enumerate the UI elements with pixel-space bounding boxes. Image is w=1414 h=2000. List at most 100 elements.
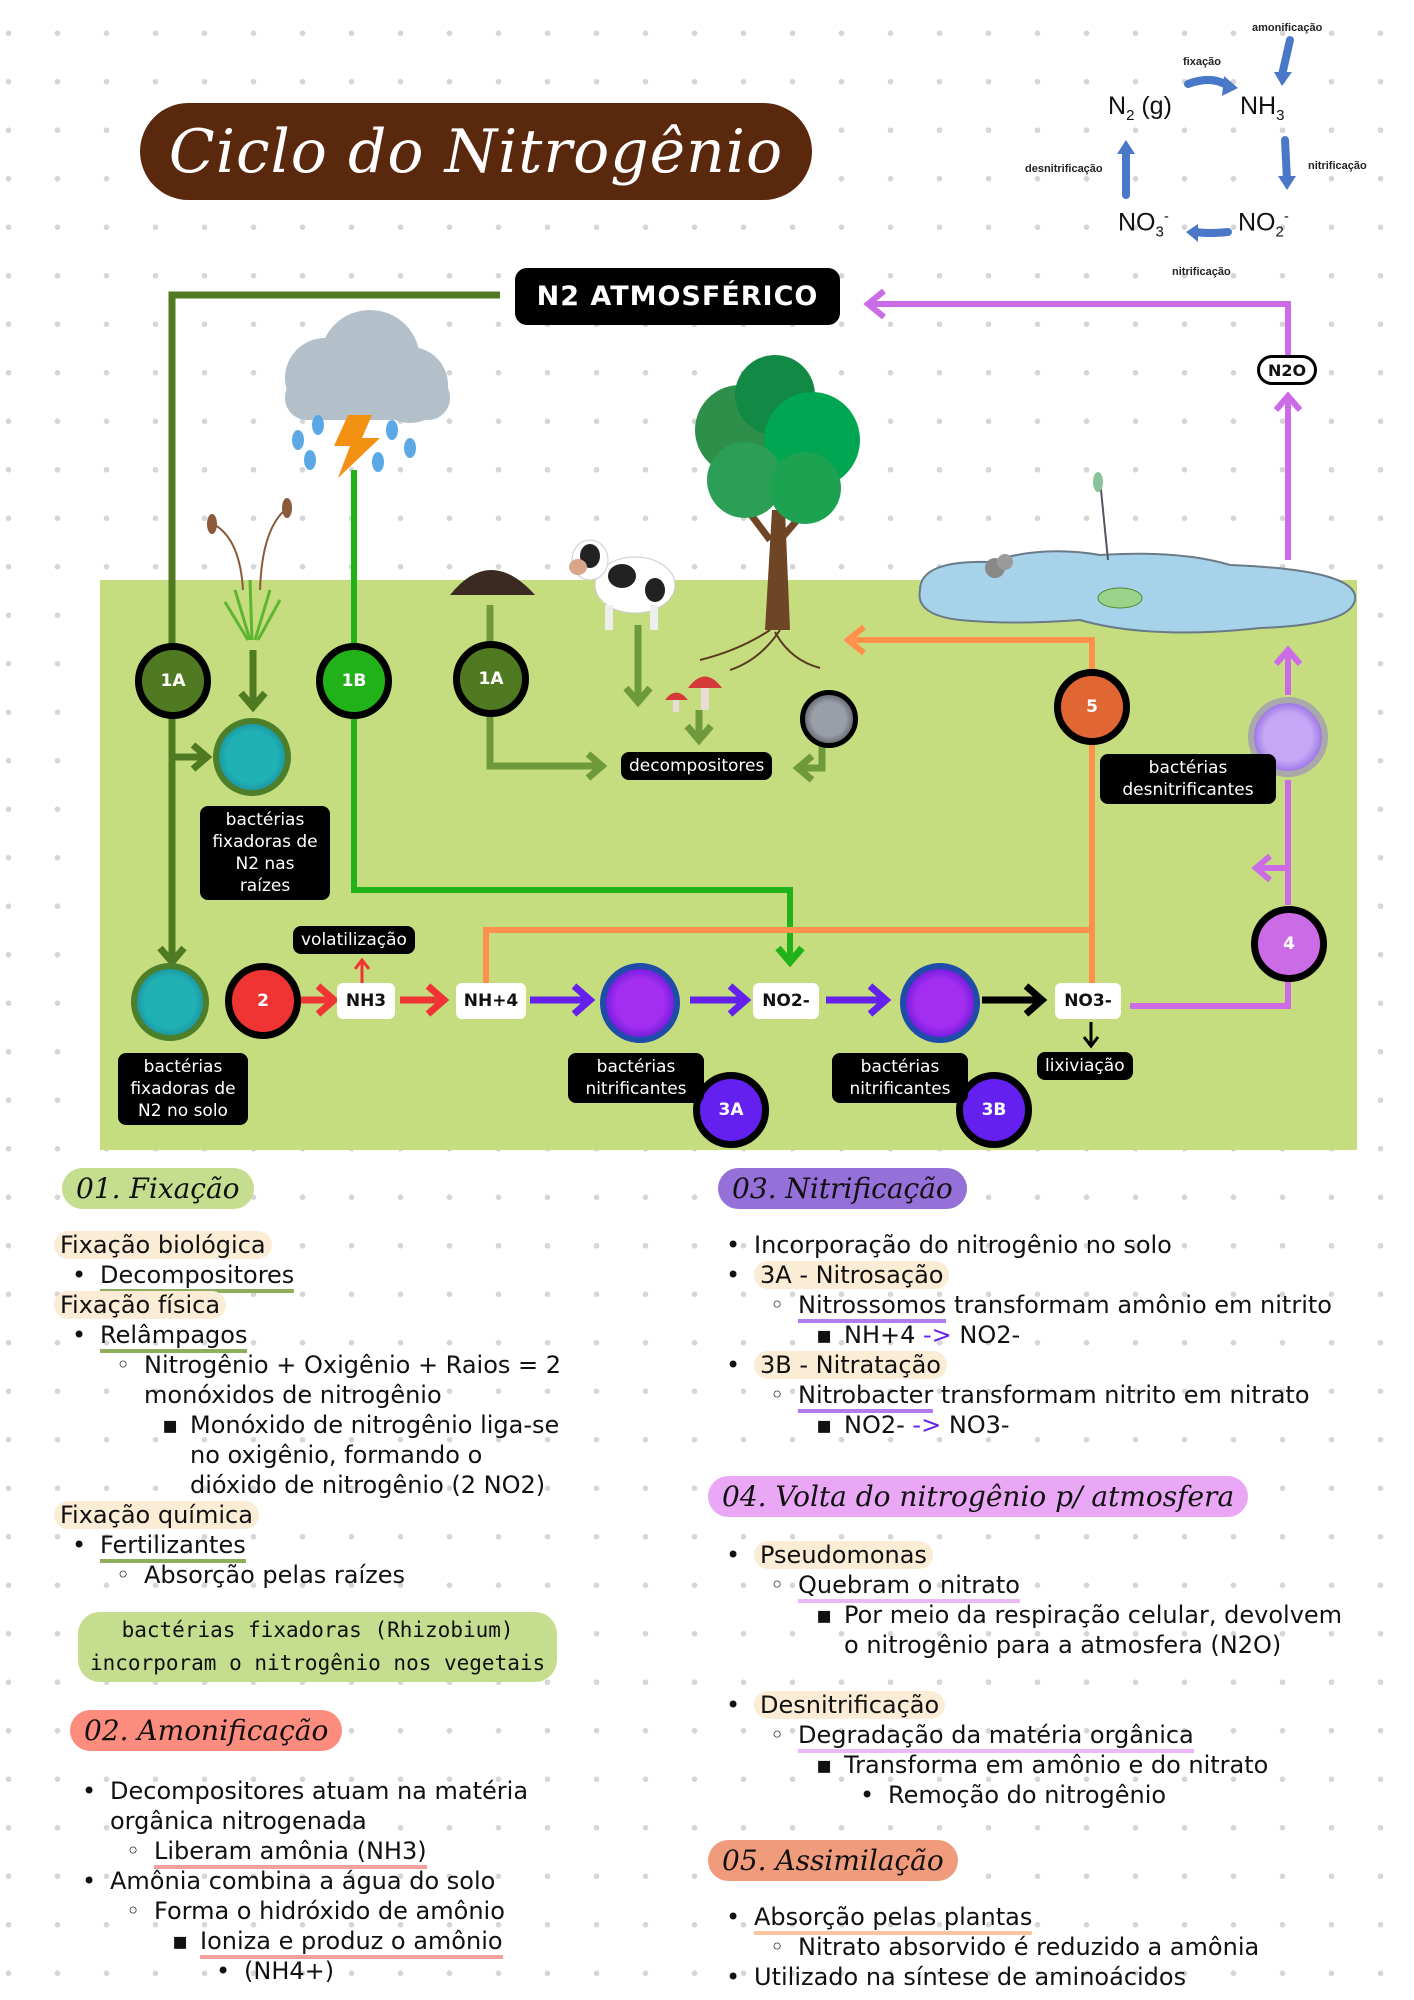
list-item-text: 3B - Nitratação (754, 1351, 947, 1379)
line-assimilation-to-roots (850, 637, 1095, 985)
n2-sub: 2 (1126, 107, 1135, 124)
bullet-icon: ▪ (816, 1411, 833, 1439)
bullet-icon: • (726, 1903, 741, 1931)
list-item-text: NO2- (844, 1411, 905, 1439)
section-assimilacao-list: •Absorção pelas plantas◦Nitrato absorvid… (708, 1902, 1259, 1992)
list-item-text: Pseudomonas (754, 1541, 933, 1569)
bullet-icon: • (726, 1963, 741, 1991)
section-volta-title: 04. Volta do nitrogênio p/ atmosfera (708, 1476, 1249, 1517)
list-item: •Decompositores atuam na matéria (64, 1776, 528, 1806)
list-item: ▪Monóxido de nitrogênio liga-se (54, 1410, 561, 1440)
mini-label-fixacao: fixação (1183, 56, 1221, 68)
no2-box: NO2- (753, 983, 819, 1019)
list-item-text: Nitrogênio + Oxigênio + Raios = 2 (144, 1351, 562, 1379)
n2-text: N (1108, 92, 1127, 120)
list-item: Fixação biológica (54, 1230, 561, 1260)
list-item: •Fertilizantes (54, 1530, 561, 1563)
organic-matter-pile-icon (450, 570, 535, 595)
section-nitrificacao-title: 03. Nitrificação (718, 1168, 967, 1209)
list-item-rest: NO3- (948, 1411, 1010, 1439)
note-line: bactérias fixadoras (Rhizobium) (121, 1618, 514, 1642)
denitrifying-bacteria-label: bactérias desnitrificantes (1100, 754, 1276, 804)
line-lightning-to-no2 (351, 470, 793, 960)
bullet-icon: ◦ (126, 1897, 141, 1925)
step-4-node: 4 (1251, 906, 1327, 982)
bullet-icon: ◦ (770, 1721, 785, 1749)
mini-label-desnitrificacao: desnitrificação (1025, 163, 1103, 175)
note-line: incorporam o nitrogênio nos vegetais (90, 1651, 546, 1675)
label-line: nitrificantes (849, 1079, 951, 1099)
list-item-text: Forma o hidróxido de amônio (154, 1897, 505, 1925)
bullet-icon: ▪ (162, 1411, 179, 1439)
label-line: bactérias (596, 1057, 676, 1077)
mini-arrow-amonificacao (1278, 36, 1294, 79)
list-item-text: Fertilizantes (100, 1531, 246, 1563)
list-item-text: NH+4 (844, 1321, 916, 1349)
decomposers-label: decompositores (621, 752, 773, 780)
list-item-text: Por meio da respiração celular, devolvem (844, 1601, 1343, 1629)
list-item-text: dióxido de nitrogênio (2 NO2) (190, 1471, 546, 1499)
list-item: ◦Nitrossomos transformam amônio em nitri… (708, 1290, 1332, 1323)
list-item-text: orgânica nitrogenada (110, 1807, 367, 1835)
list-item-text: Decompositores atuam na matéria (110, 1777, 529, 1805)
arrow-grass-to-bacteria (238, 690, 268, 713)
n2-tail: (g) (1134, 92, 1172, 120)
list-item: ◦Liberam amônia (NH3) (64, 1836, 528, 1869)
list-item-text: o nitrogênio para a atmosfera (N2O) (844, 1631, 1282, 1659)
label-line: N2 nas raízes (235, 854, 295, 896)
list-item-rest: transformam nitrito em nitrato (933, 1381, 1310, 1409)
bullet-icon: ◦ (770, 1291, 785, 1319)
bullet-icon: ◦ (116, 1561, 131, 1589)
list-item: •Desnitrificação (708, 1690, 1342, 1720)
nitrifying-b-label: bactérias nitrificantes (832, 1053, 968, 1103)
section-nitrificacao-list: •Incorporação do nitrogênio no solo•3A -… (708, 1230, 1332, 1440)
bullet-icon: ◦ (770, 1381, 785, 1409)
list-item-text: Nitrobacter (798, 1381, 934, 1413)
arrow-to-nh3 (315, 983, 340, 1017)
list-item-text: (NH4+) (244, 1957, 335, 1985)
step-3b-node: 3B (956, 1072, 1032, 1148)
bullet-icon: • (82, 1867, 97, 1895)
mini-nh3: NH3 (1240, 92, 1284, 124)
bullet-icon: • (726, 1231, 741, 1259)
arrow-to-soil-bacteria (157, 945, 187, 968)
list-item: dióxido de nitrogênio (2 NO2) (54, 1470, 561, 1500)
list-item: monóxidos de nitrogênio (54, 1380, 561, 1410)
bullet-icon: • (72, 1261, 87, 1289)
list-item: •Utilizado na síntese de aminoácidos (708, 1962, 1259, 1992)
list-item-text: Absorção pelas raízes (144, 1561, 406, 1589)
step-1a-left-node: 1A (135, 643, 211, 719)
mini-arrow-nitrificacao-bottom (1192, 228, 1232, 237)
line-n2o-to-atm (870, 301, 1291, 355)
bullet-icon: • (726, 1351, 741, 1379)
list-item: ▪NO2- -> NO3- (708, 1410, 1332, 1440)
bullet-icon: • (726, 1261, 741, 1289)
tree-icon (695, 355, 860, 671)
label-line: fixadoras de (130, 1079, 236, 1099)
section-fixacao-title: 01. Fixação (62, 1168, 254, 1209)
list-item-text: Amônia combina a água do solo (110, 1867, 496, 1895)
list-item: •Absorção pelas plantas (708, 1902, 1259, 1935)
rhizobium-note: bactérias fixadoras (Rhizobium) incorpor… (78, 1612, 558, 1682)
list-item-text: Fixação física (54, 1291, 227, 1319)
bullet-icon: ▪ (816, 1751, 833, 1779)
nh3-sub: 3 (1276, 107, 1285, 124)
list-item: •Pseudomonas (708, 1540, 1342, 1570)
section-volta-list: •Pseudomonas ◦ Quebram o nitrato ▪ Por meio … (708, 1540, 1342, 1810)
cow-icon (569, 539, 676, 630)
mini-arrow-nitrificacao-right (1281, 136, 1291, 184)
list-item: ◦ Degradação da matéria orgânica (708, 1720, 1342, 1753)
list-item-text: Desnitrificação (754, 1691, 946, 1719)
list-item: ◦ Forma o hidróxido de amônio (64, 1896, 528, 1926)
list-item-rest: NO2- (959, 1321, 1021, 1349)
n2o-label: N2O (1257, 355, 1317, 385)
list-item-text: Remoção do nitrogênio (888, 1781, 1167, 1809)
page-title: Ciclo do Nitrogênio (140, 103, 812, 200)
list-item-text: Quebram o nitrato (798, 1571, 1020, 1603)
storm-cloud-icon (285, 310, 450, 478)
list-item: Fixação física (54, 1290, 561, 1320)
list-item-text: Fixação química (54, 1501, 259, 1529)
list-item-text: 3A - Nitrosação (754, 1261, 950, 1289)
list-item-text: Degradação da matéria orgânica (798, 1721, 1194, 1753)
